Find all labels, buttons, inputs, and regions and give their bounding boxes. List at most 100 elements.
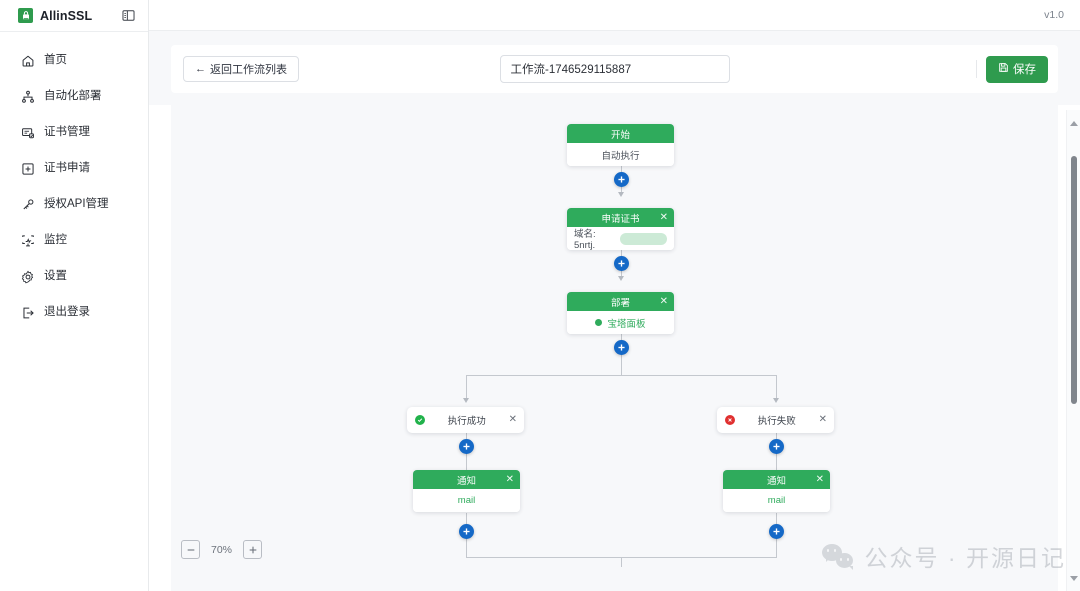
close-x-icon[interactable]: ✕ <box>659 211 668 223</box>
node-title: 部署 <box>610 297 630 309</box>
toolbar-right-group: 保存 <box>976 55 1048 83</box>
node-body-text: 自动执行 <box>601 150 640 162</box>
sidebar-item-cert-manage[interactable]: 证书管理 <box>0 115 148 151</box>
close-x-icon[interactable]: ✕ <box>659 295 668 307</box>
flow-graph: 开始 自动执行 申请证书 ✕ 域名: <box>171 106 1058 591</box>
brand-name: AllinSSL <box>40 8 93 23</box>
error-circle-icon <box>725 415 735 425</box>
node-header: 部署 ✕ <box>567 292 674 311</box>
node-title: 开始 <box>610 129 630 141</box>
node-body-text: 域名: 5nrtj. <box>574 229 596 250</box>
sidebar-item-label: 证书申请 <box>44 162 90 175</box>
sidebar-item-logout[interactable]: 退出登录 <box>0 295 148 331</box>
add-node-button-5[interactable] <box>769 439 784 454</box>
sidebar-item-settings[interactable]: 设置 <box>0 259 148 295</box>
close-x-icon[interactable]: ✕ <box>815 473 824 485</box>
edge-merge-stub <box>621 557 622 567</box>
logout-icon <box>21 306 35 320</box>
save-button[interactable]: 保存 <box>986 55 1048 83</box>
arrow-start-apply <box>617 192 624 197</box>
sidebar-item-cert-apply[interactable]: 证书申请 <box>0 151 148 187</box>
sidebar: AllinSSL 首页 <box>0 0 149 591</box>
app-version: v1.0 <box>1044 9 1064 21</box>
scrollbar-thumb[interactable] <box>1070 156 1077 404</box>
node-header: 申请证书 ✕ <box>567 208 674 227</box>
node-header: 开始 <box>567 124 674 143</box>
edge-split-right <box>776 375 777 400</box>
workflow-name-input[interactable] <box>499 55 730 83</box>
sidebar-item-label: 授权API管理 <box>44 198 109 211</box>
sidebar-item-label: 首页 <box>44 54 67 67</box>
node-notify-fail[interactable]: 通知 ✕ mail <box>723 470 830 512</box>
add-node-button-7[interactable] <box>769 524 784 539</box>
add-node-button-6[interactable] <box>459 524 474 539</box>
add-node-button-4[interactable] <box>459 439 474 454</box>
node-body-text: mail <box>457 495 476 506</box>
node-header: 通知 ✕ <box>723 470 830 489</box>
save-disk-icon <box>998 62 1009 76</box>
zoom-percent-label: 70% <box>211 543 233 556</box>
arrow-apply-deploy <box>617 276 624 281</box>
sidebar-item-label: 监控 <box>44 234 67 247</box>
node-body: mail <box>413 489 520 512</box>
close-x-icon[interactable]: ✕ <box>818 414 827 425</box>
add-node-button-3[interactable] <box>614 340 629 355</box>
redacted-domain-mask <box>620 232 667 245</box>
scroll-down-arrow-icon[interactable] <box>1069 576 1078 581</box>
arrow-left-icon: ← <box>195 63 206 75</box>
sidebar-item-monitor[interactable]: 监控 <box>0 223 148 259</box>
sidebar-item-label: 退出登录 <box>44 306 90 319</box>
top-bar: v1.0 <box>149 0 1080 31</box>
menu-collapse-icon[interactable] <box>121 9 135 23</box>
save-button-label: 保存 <box>1013 64 1036 76</box>
node-apply-certificate[interactable]: 申请证书 ✕ 域名: 5nrtj. <box>567 208 674 250</box>
node-notify-success[interactable]: 通知 ✕ mail <box>413 470 520 512</box>
arrow-split-right <box>772 398 779 403</box>
check-circle-icon <box>415 415 425 425</box>
add-node-button-2[interactable] <box>614 256 629 271</box>
close-x-icon[interactable]: ✕ <box>508 414 517 425</box>
workflow-canvas[interactable]: 开始 自动执行 申请证书 ✕ 域名: <box>171 105 1058 591</box>
workflow-toolbar: ← 返回工作流列表 保存 <box>171 45 1058 93</box>
sidebar-item-label: 设置 <box>44 270 67 283</box>
gear-icon <box>21 270 35 284</box>
node-branch-fail[interactable]: 执行失败 ✕ <box>717 407 834 433</box>
node-body: 域名: 5nrtj. <box>567 227 674 250</box>
bt-panel-dot-icon <box>595 319 603 326</box>
back-button-label: 返回工作流列表 <box>210 64 287 76</box>
node-branch-success[interactable]: 执行成功 ✕ <box>407 407 524 433</box>
node-deploy[interactable]: 部署 ✕ 宝塔面板 <box>567 292 674 334</box>
node-title: 申请证书 <box>601 213 640 225</box>
toolbar-divider <box>976 60 977 78</box>
main-area: v1.0 ← 返回工作流列表 <box>149 0 1080 591</box>
sitemap-icon <box>21 90 35 104</box>
sidebar-item-automation[interactable]: 自动化部署 <box>0 79 148 115</box>
scroll-up-arrow-icon[interactable] <box>1069 121 1078 126</box>
zoom-controls: 70% <box>181 540 263 559</box>
canvas-scrollbar[interactable] <box>1066 110 1080 591</box>
sidebar-item-label: 自动化部署 <box>44 90 102 103</box>
edge-deploy-split <box>621 334 622 376</box>
back-to-workflow-list-button[interactable]: ← 返回工作流列表 <box>183 56 299 82</box>
sidebar-item-api-auth[interactable]: 授权API管理 <box>0 187 148 223</box>
certificate-card-icon <box>21 126 35 140</box>
node-title: 执行失败 <box>757 416 796 427</box>
close-x-icon[interactable]: ✕ <box>505 473 514 485</box>
node-body-text: mail <box>767 495 786 506</box>
plus-box-icon <box>21 162 35 176</box>
add-node-button-1[interactable] <box>614 172 629 187</box>
node-start[interactable]: 开始 自动执行 <box>567 124 674 166</box>
sidebar-header: AllinSSL <box>0 0 148 31</box>
edge-split-left <box>466 375 467 400</box>
zoom-in-button[interactable] <box>243 540 263 559</box>
node-title: 通知 <box>766 475 786 487</box>
node-body-text: 宝塔面板 <box>607 318 646 330</box>
node-body: 自动执行 <box>567 143 674 166</box>
arrow-split-left <box>462 398 469 403</box>
sidebar-divider <box>0 31 148 32</box>
edge-split-bar <box>466 375 777 376</box>
toolbar-wrap: ← 返回工作流列表 保存 <box>149 31 1080 105</box>
sidebar-item-home[interactable]: 首页 <box>0 43 148 79</box>
zoom-out-button[interactable] <box>181 540 200 559</box>
